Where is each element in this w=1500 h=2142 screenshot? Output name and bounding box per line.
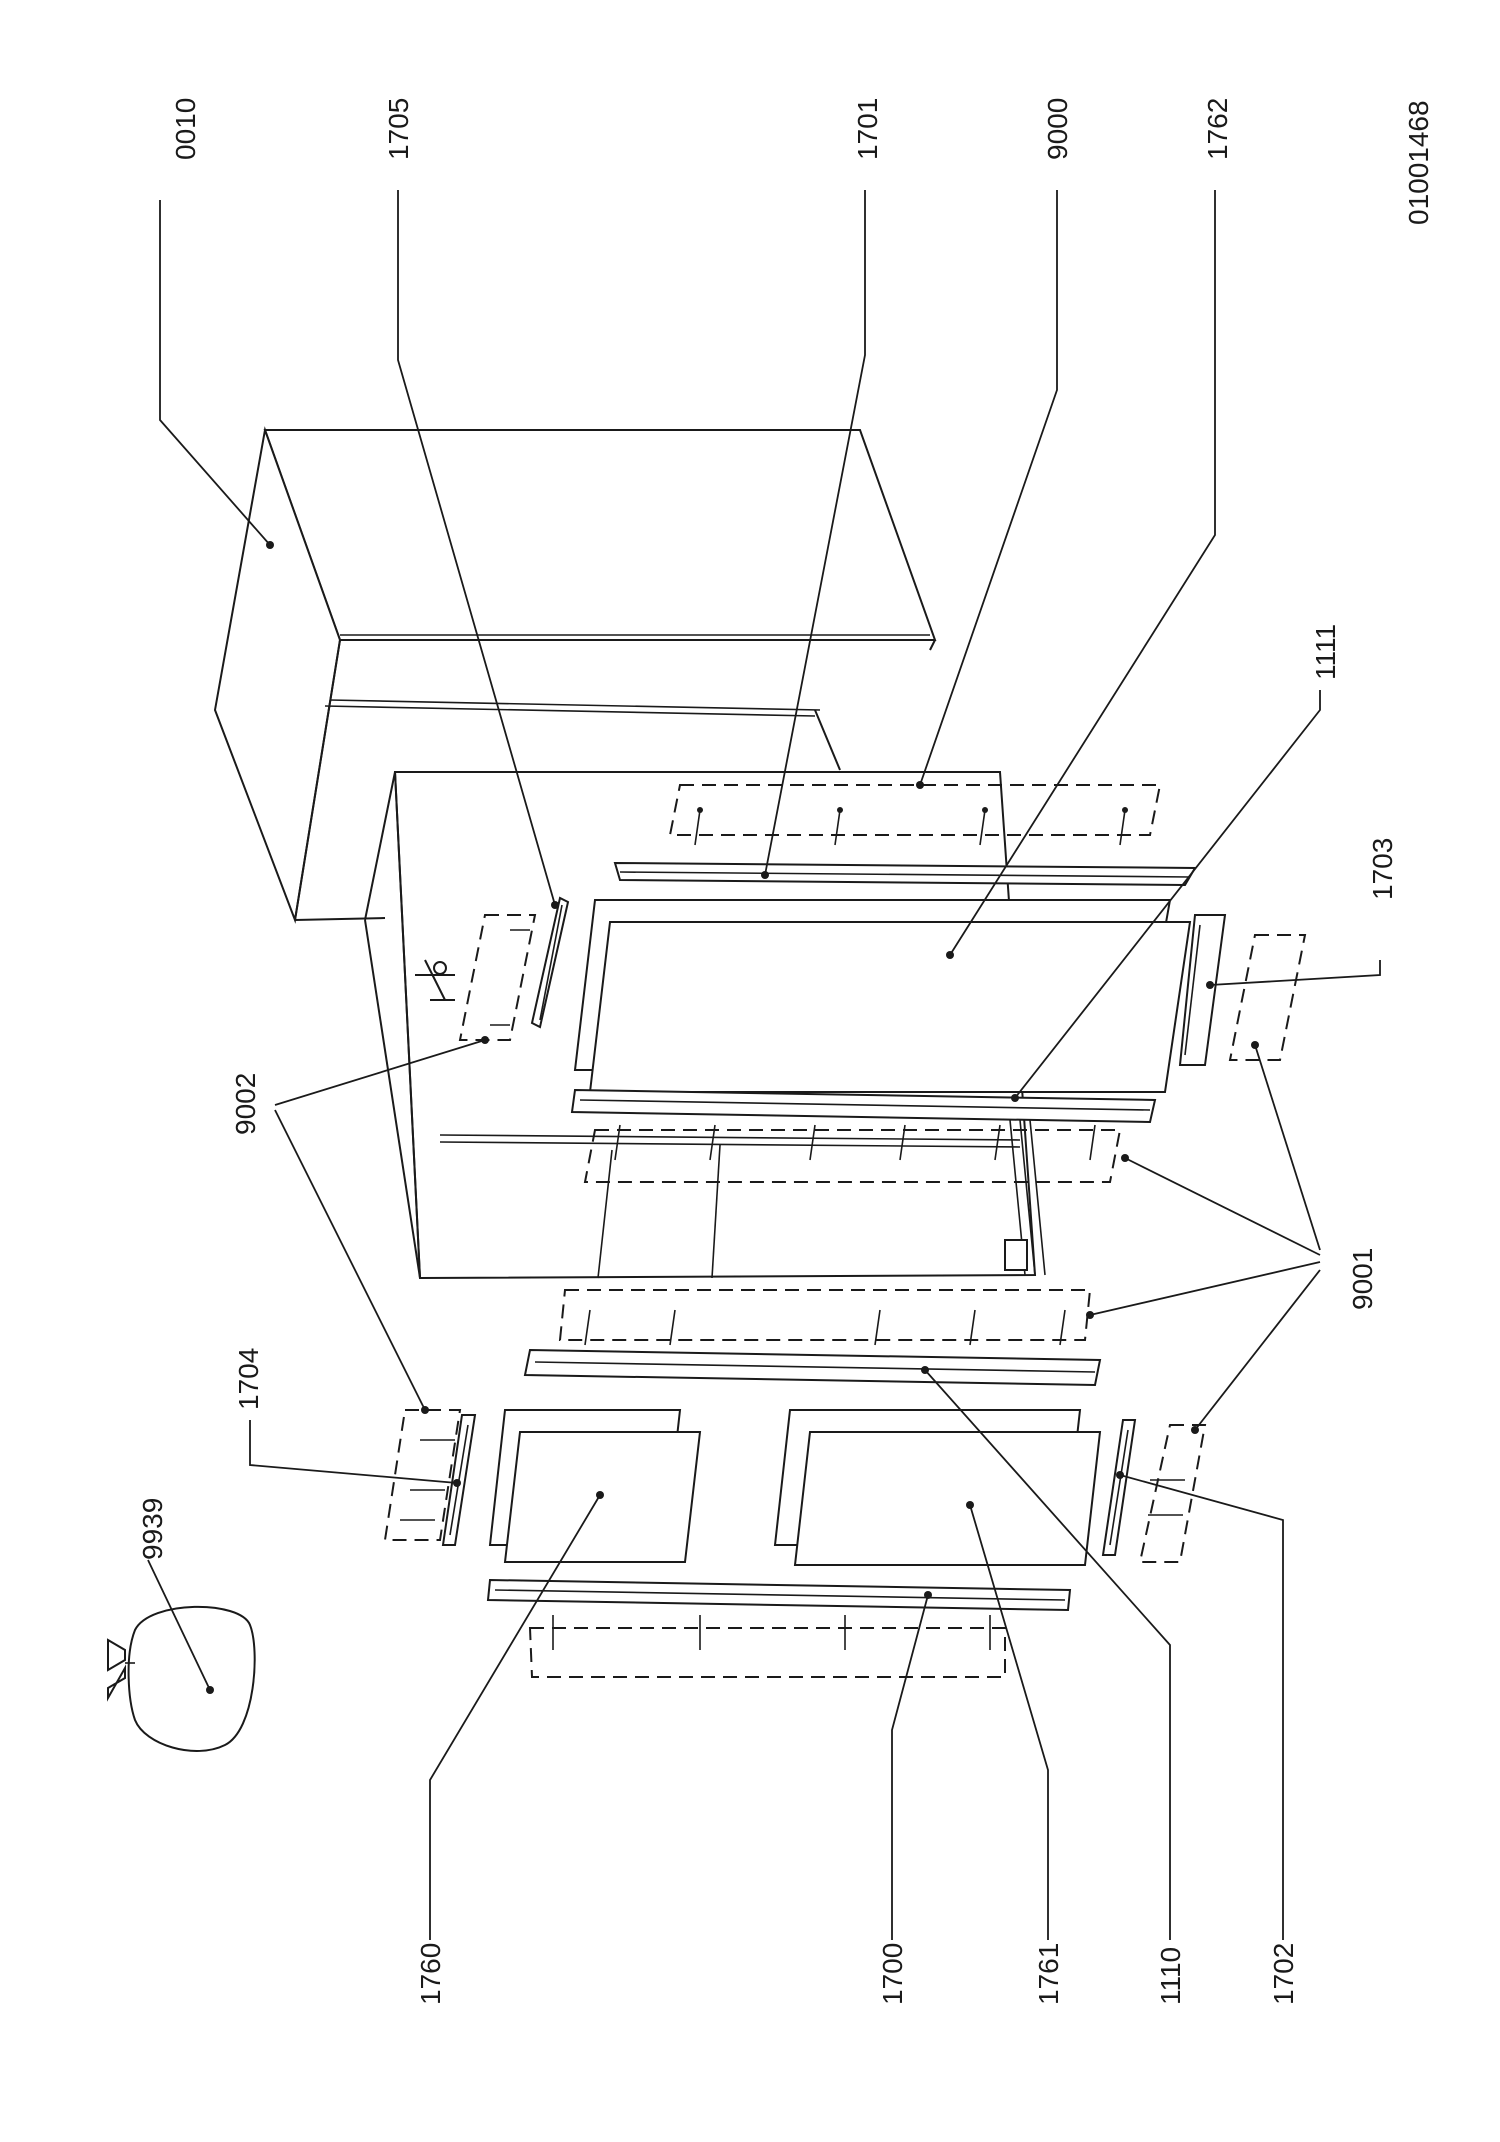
- screw-kit-9001-upper: [583, 1124, 1122, 1183]
- callout-1703: 1703: [1367, 838, 1398, 900]
- screw-kit-9002-left: [383, 1409, 462, 1541]
- callout-9002: 9002: [230, 1073, 261, 1135]
- callout-1111: 1111: [1310, 624, 1341, 680]
- screw-kit-9001-bottom-right: [1228, 934, 1307, 1061]
- screw-kit-9001-middle: [558, 1289, 1092, 1346]
- bag-9939: [107, 1605, 256, 1752]
- screw-kit-9000: [668, 784, 1162, 846]
- hinge-1703: [1178, 914, 1227, 1066]
- gasket-strip-1700: [486, 1578, 1072, 1612]
- gasket-strip-1762: [570, 1088, 1157, 1124]
- hinge-cover-1705: [530, 896, 570, 1029]
- right-door-panel: [573, 899, 1192, 1093]
- callout-1704: 1704: [233, 1348, 264, 1410]
- callout-9000: 9000: [1042, 98, 1073, 160]
- gasket-strip-1110: [523, 1348, 1102, 1387]
- hinge-1702: [1101, 1419, 1137, 1556]
- screw-kit-9002-top: [458, 914, 537, 1041]
- screw-kit-9001-far-left: [528, 1615, 1006, 1678]
- screw-kit-9001-left: [1138, 1424, 1207, 1563]
- callout-1702: 1702: [1268, 1943, 1299, 2005]
- drawing-number: 01001468: [1403, 100, 1434, 225]
- small-door-1760: [488, 1409, 702, 1563]
- callout-9001: 9001: [1347, 1248, 1378, 1310]
- callout-1761: 1761: [1033, 1943, 1064, 2005]
- callout-1110: 1110: [1155, 1947, 1186, 2005]
- callout-0010: 0010: [170, 98, 201, 160]
- callout-1701: 1701: [852, 98, 883, 160]
- callout-1705: 1705: [383, 98, 414, 160]
- small-door-1761: [773, 1409, 1102, 1566]
- leader-lines: [147, 190, 1381, 1940]
- callout-9939: 9939: [137, 1498, 168, 1560]
- callout-1762: 1762: [1202, 98, 1233, 160]
- gasket-strip-1701: [613, 861, 1197, 887]
- callout-1700: 1700: [877, 1943, 908, 2005]
- callout-1760: 1760: [415, 1943, 446, 2005]
